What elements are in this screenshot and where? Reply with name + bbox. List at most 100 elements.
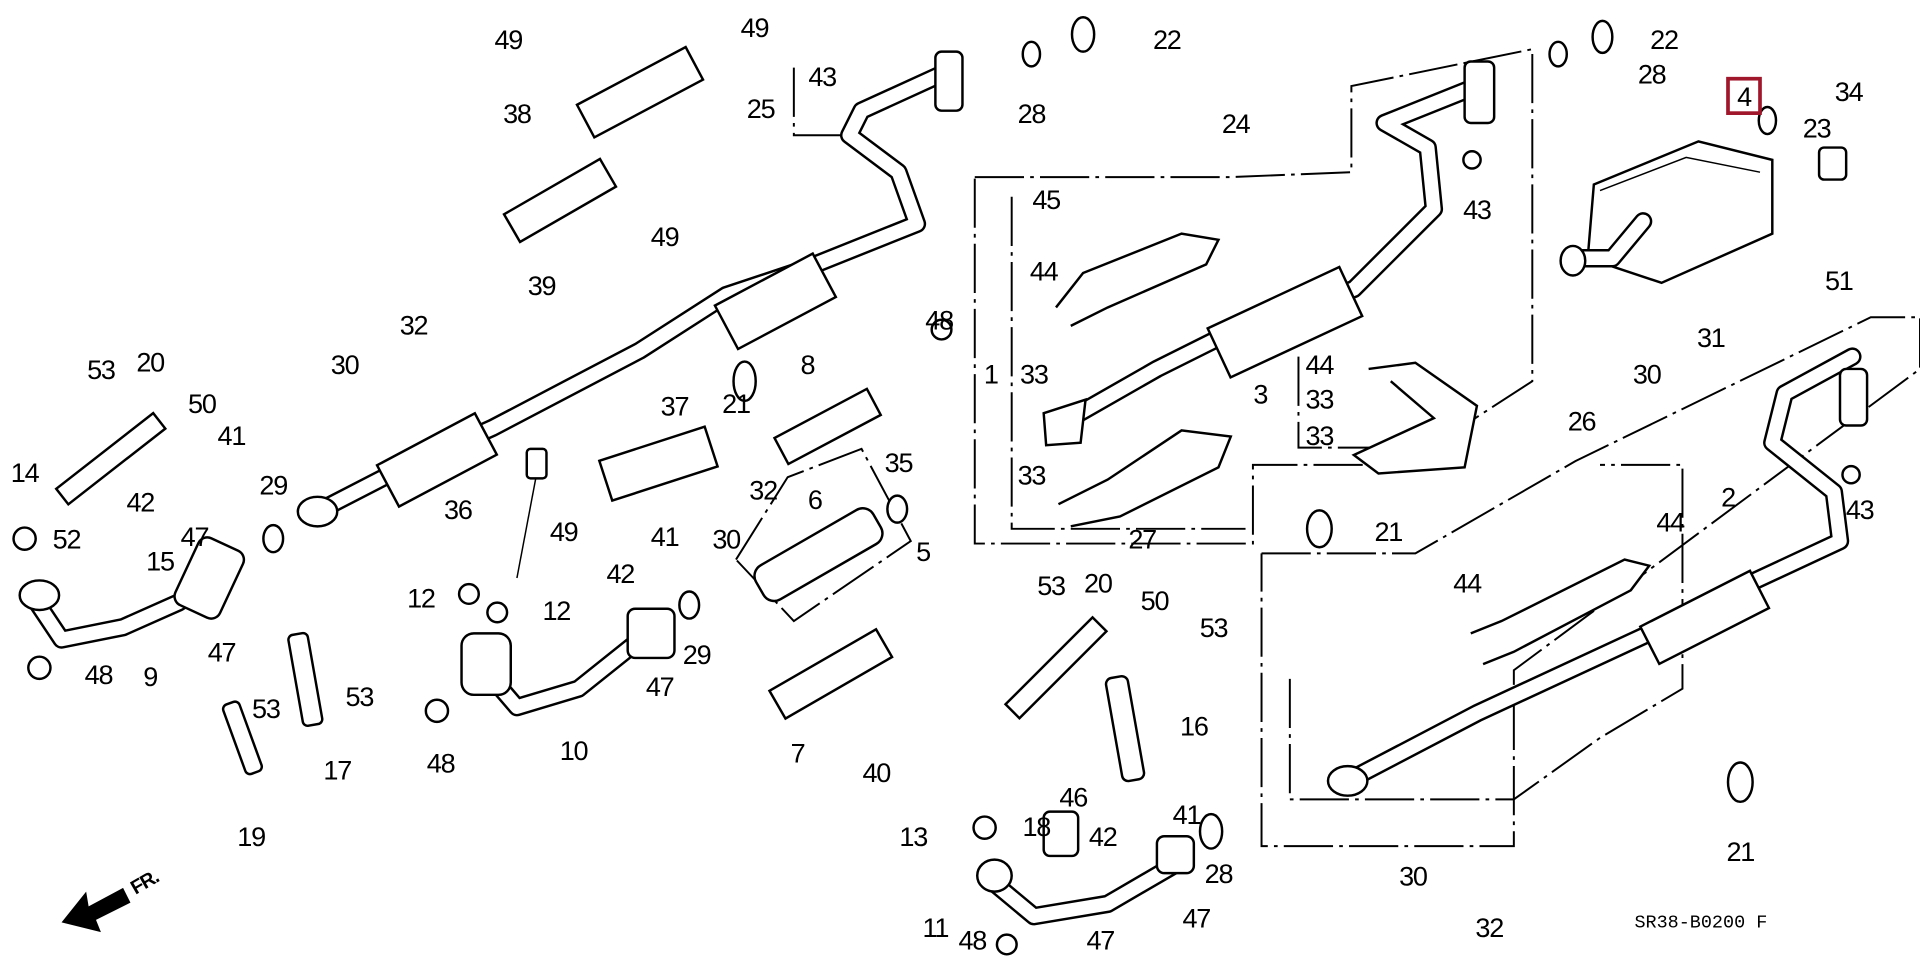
part-label[interactable]: 52 [53, 524, 82, 554]
part-label[interactable]: 43 [1846, 495, 1875, 525]
part-label[interactable]: 29 [683, 640, 712, 670]
part-label[interactable]: 33 [1306, 421, 1335, 451]
part-label[interactable]: 50 [188, 389, 217, 419]
part-label[interactable]: 47 [1086, 925, 1115, 955]
part-label[interactable]: 42 [126, 488, 155, 518]
part-label[interactable]: 5 [916, 537, 931, 567]
part-label[interactable]: 48 [427, 748, 456, 778]
part-label[interactable]: 47 [181, 522, 210, 552]
part-label[interactable]: 9 [143, 662, 158, 692]
part-label[interactable]: 22 [1153, 25, 1182, 55]
bracket-19 [221, 700, 264, 776]
part-label[interactable]: 51 [1825, 266, 1854, 296]
part-label[interactable]: 33 [1306, 384, 1335, 414]
part-label[interactable]: 6 [808, 485, 823, 515]
part-label[interactable]: 16 [1180, 711, 1209, 741]
part-label[interactable]: 21 [1374, 517, 1403, 547]
part-label[interactable]: 38 [503, 99, 532, 129]
part-label[interactable]: 43 [1463, 195, 1492, 225]
part-label[interactable]: 53 [1200, 613, 1229, 643]
part-label[interactable]: 32 [400, 311, 429, 341]
part-label[interactable]: 35 [885, 448, 914, 478]
part-label[interactable]: 47 [1182, 903, 1211, 933]
part-label[interactable]: 22 [1650, 25, 1679, 55]
part-label[interactable]: 24 [1222, 109, 1252, 139]
part-label[interactable]: 39 [528, 271, 557, 301]
part-label[interactable]: 30 [331, 350, 360, 380]
part-label[interactable]: 14 [11, 458, 41, 488]
part-label[interactable]: 12 [542, 596, 571, 626]
part-label[interactable]: 7 [791, 738, 806, 768]
part-label[interactable]: 17 [323, 756, 352, 786]
part-label[interactable]: 41 [218, 421, 247, 451]
part-label[interactable]: 31 [1697, 323, 1726, 353]
part-label[interactable]: 30 [1633, 360, 1662, 390]
part-label[interactable]: 42 [1089, 822, 1118, 852]
part-label[interactable]: 53 [87, 355, 116, 385]
part-label[interactable]: 48 [925, 306, 954, 336]
part-label[interactable]: 29 [259, 470, 288, 500]
part-label[interactable]: 49 [651, 222, 680, 252]
part-label[interactable]: 33 [1020, 360, 1049, 390]
part-label[interactable]: 44 [1453, 569, 1483, 599]
part-label[interactable]: 8 [800, 350, 815, 380]
heat-shield-38 [575, 45, 705, 140]
part-label[interactable]: 33 [1018, 461, 1047, 491]
part-label[interactable]: 44 [1030, 256, 1060, 286]
part-label[interactable]: 49 [494, 25, 523, 55]
heat-shield-8 [772, 387, 883, 466]
part-label[interactable]: 44 [1306, 350, 1336, 380]
part-label[interactable]: 42 [606, 559, 635, 589]
part-label[interactable]: 43 [808, 62, 837, 92]
part-label[interactable]: 23 [1803, 114, 1832, 144]
part-label[interactable]: 47 [646, 672, 675, 702]
oxygen-sensor-36-wire [516, 467, 539, 579]
part-label[interactable]: 40 [862, 758, 891, 788]
part-label[interactable]: 53 [346, 682, 375, 712]
part-label[interactable]: 30 [712, 524, 741, 554]
part-label[interactable]: 12 [407, 584, 436, 614]
part-label[interactable]: 45 [1032, 185, 1061, 215]
part-label[interactable]: 20 [136, 347, 165, 377]
part-label[interactable]: 21 [722, 389, 751, 419]
part-label[interactable]: 3 [1253, 379, 1268, 409]
part-label[interactable]: 13 [899, 822, 928, 852]
part-label[interactable]: 21 [1726, 837, 1755, 867]
part-label[interactable]: 32 [1475, 913, 1504, 943]
part-label[interactable]: 15 [146, 547, 175, 577]
part-label[interactable]: 53 [1037, 571, 1066, 601]
part-label[interactable]: 44 [1656, 507, 1686, 537]
part-label[interactable]: 20 [1084, 569, 1113, 599]
part-label[interactable]: 28 [1205, 859, 1234, 889]
part-label[interactable]: 41 [1173, 800, 1202, 830]
part-label[interactable]: 18 [1022, 812, 1051, 842]
part-label[interactable]: 37 [661, 392, 690, 422]
part-label[interactable]: 28 [1638, 60, 1667, 90]
part-label[interactable]: 53 [252, 694, 281, 724]
part-label[interactable]: 19 [237, 822, 266, 852]
part-label[interactable]: 32 [749, 475, 778, 505]
part-label[interactable]: 36 [444, 495, 473, 525]
part-label[interactable]: 46 [1059, 783, 1088, 813]
part-label[interactable]: 48 [958, 925, 987, 955]
part-label[interactable]: 50 [1141, 586, 1170, 616]
part-label[interactable]: 1 [984, 360, 999, 390]
part-label[interactable]: 11 [923, 913, 950, 943]
part-label[interactable]: 4 [1737, 82, 1753, 112]
part-label[interactable]: 2 [1721, 483, 1736, 513]
part-label[interactable]: 10 [560, 736, 589, 766]
group-box-1 [1010, 196, 1246, 530]
part-label[interactable]: 26 [1568, 406, 1597, 436]
part-label[interactable]: 30 [1399, 861, 1428, 891]
part-label[interactable]: 41 [651, 522, 680, 552]
part-label[interactable]: 49 [550, 517, 579, 547]
part-label[interactable]: 34 [1835, 77, 1865, 107]
part-label[interactable]: 48 [85, 660, 114, 690]
part-label[interactable]: 49 [741, 13, 770, 43]
part-label[interactable]: 25 [747, 94, 776, 124]
part-label[interactable]: 27 [1128, 524, 1157, 554]
part-label[interactable]: 47 [208, 638, 237, 668]
bracket-17 [287, 631, 324, 728]
group-box-25 [792, 67, 850, 137]
part-label[interactable]: 28 [1018, 99, 1047, 129]
